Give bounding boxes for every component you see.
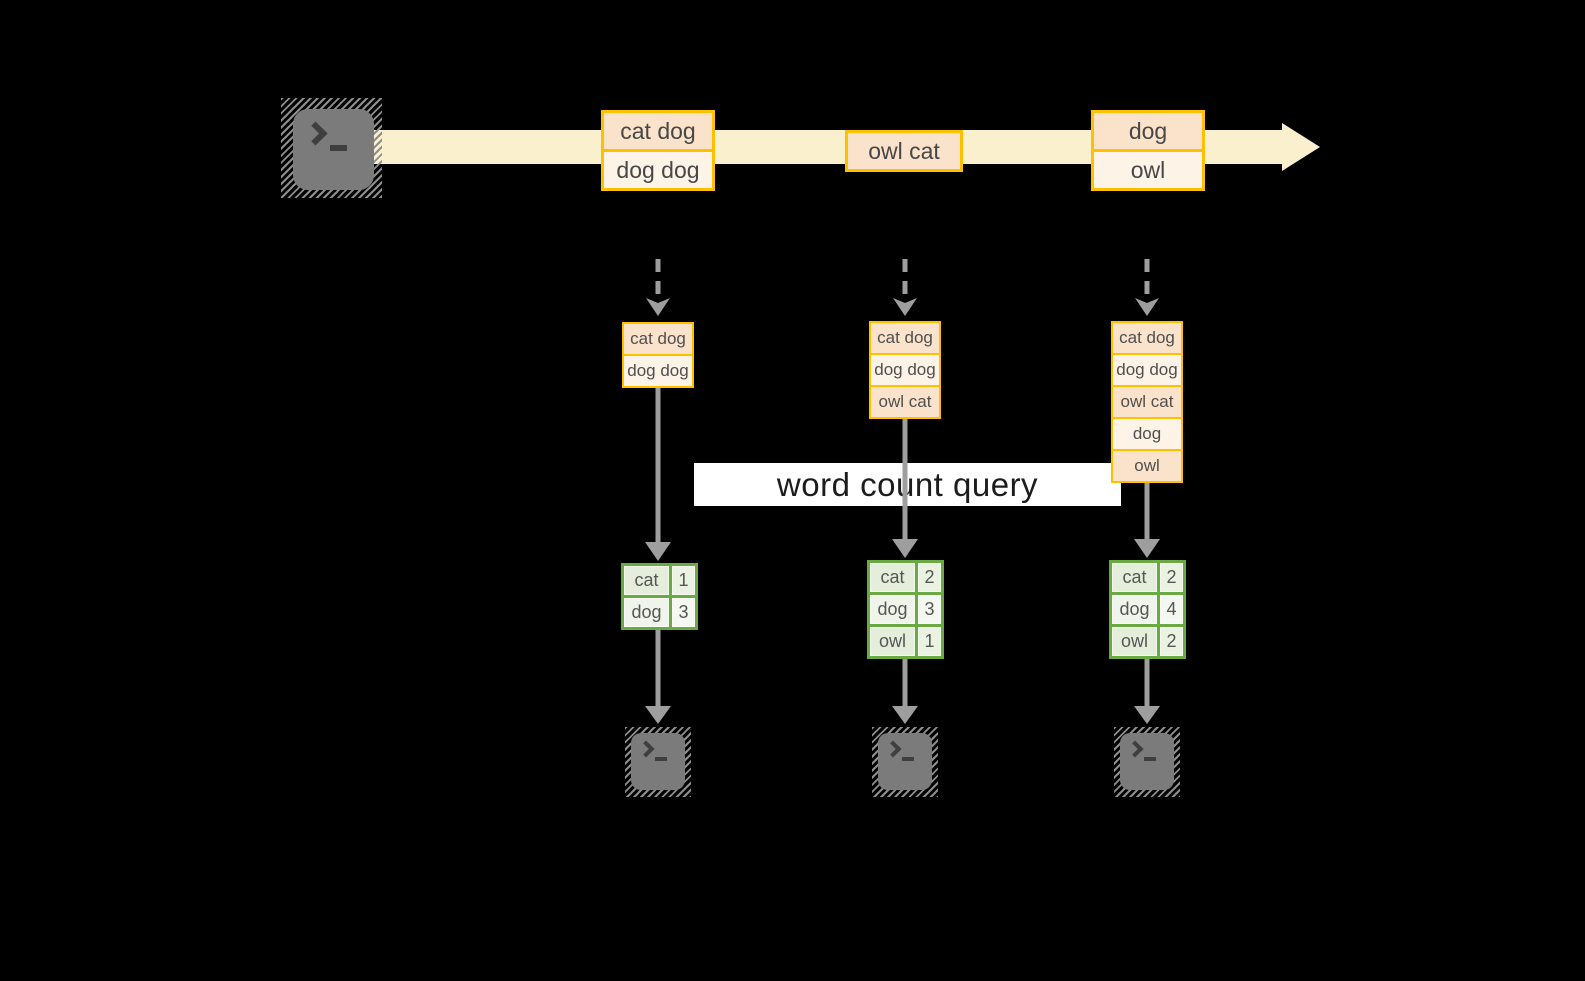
count-word-cell: cat — [1112, 563, 1157, 592]
stream-message: dog owl — [1091, 110, 1205, 191]
ingest-arrow-3 — [1135, 259, 1159, 316]
count-word-cell: cat — [870, 563, 915, 592]
prompt-cursor-icon — [1144, 757, 1156, 761]
consumer-terminal-icon — [872, 727, 938, 797]
terminal-screen — [293, 109, 374, 190]
stream-message: cat dog dog dog — [601, 110, 715, 191]
buffer-cell: owl cat — [871, 387, 939, 417]
terminal-screen — [631, 733, 685, 790]
count-value-cell: 2 — [1160, 627, 1183, 656]
prompt-chevron-icon — [637, 740, 655, 758]
worker-buffer-stack: cat dog dog dog owl cat dog owl — [1111, 321, 1183, 483]
stream-message: owl cat — [845, 130, 963, 172]
word-count-table: cat 2 dog 4 owl 2 — [1109, 560, 1186, 659]
query-arrow-3 — [1134, 483, 1160, 558]
stream-message-cell: dog — [1094, 113, 1202, 149]
count-value-cell: 2 — [918, 563, 941, 592]
stream-arrowhead — [1282, 123, 1320, 171]
terminal-screen — [878, 733, 932, 790]
buffer-cell: dog — [1113, 419, 1181, 449]
prompt-chevron-icon — [303, 121, 328, 146]
prompt-cursor-icon — [330, 145, 347, 151]
ingest-arrow-1 — [646, 259, 670, 316]
prompt-cursor-icon — [902, 757, 914, 761]
buffer-cell: owl cat — [1113, 387, 1181, 417]
output-arrow-1 — [645, 629, 671, 724]
count-value-cell: 3 — [672, 598, 695, 627]
word-count-table: cat 1 dog 3 — [621, 563, 698, 630]
query-label: word count query — [694, 463, 1121, 506]
consumer-terminal-icon — [625, 727, 691, 797]
word-count-table: cat 2 dog 3 owl 1 — [867, 560, 944, 659]
stream-message-cell: owl — [1094, 152, 1202, 188]
count-value-cell: 1 — [918, 627, 941, 656]
query-arrow-1 — [645, 388, 671, 561]
count-word-cell: dog — [1112, 595, 1157, 624]
prompt-cursor-icon — [655, 757, 667, 761]
output-arrow-2 — [892, 657, 918, 724]
consumer-terminal-icon — [1114, 727, 1180, 797]
count-word-cell: owl — [1112, 627, 1157, 656]
terminal-screen — [1120, 733, 1174, 790]
output-arrow-3 — [1134, 657, 1160, 724]
stream-message-cell: dog dog — [604, 152, 712, 188]
buffer-cell: dog dog — [871, 355, 939, 385]
worker-buffer-stack: cat dog dog dog — [622, 322, 694, 388]
count-word-cell: owl — [870, 627, 915, 656]
count-word-cell: dog — [870, 595, 915, 624]
query-label-text: word count query — [776, 465, 1039, 503]
buffer-cell: cat dog — [871, 323, 939, 353]
stream-message-cell: cat dog — [604, 113, 712, 149]
count-value-cell: 4 — [1160, 595, 1183, 624]
buffer-cell: cat dog — [1113, 323, 1181, 353]
count-word-cell: dog — [624, 598, 669, 627]
ingest-arrow-2 — [893, 259, 917, 316]
buffer-cell: dog dog — [624, 356, 692, 386]
buffer-cell: dog dog — [1113, 355, 1181, 385]
source-terminal-icon — [281, 98, 382, 198]
count-word-cell: cat — [624, 566, 669, 595]
prompt-chevron-icon — [1126, 740, 1144, 758]
prompt-chevron-icon — [884, 740, 902, 758]
count-value-cell: 1 — [672, 566, 695, 595]
count-value-cell: 3 — [918, 595, 941, 624]
buffer-cell: cat dog — [624, 324, 692, 354]
stream-message-cell: owl cat — [848, 133, 960, 169]
count-value-cell: 2 — [1160, 563, 1183, 592]
worker-buffer-stack: cat dog dog dog owl cat — [869, 321, 941, 419]
buffer-cell: owl — [1113, 451, 1181, 481]
